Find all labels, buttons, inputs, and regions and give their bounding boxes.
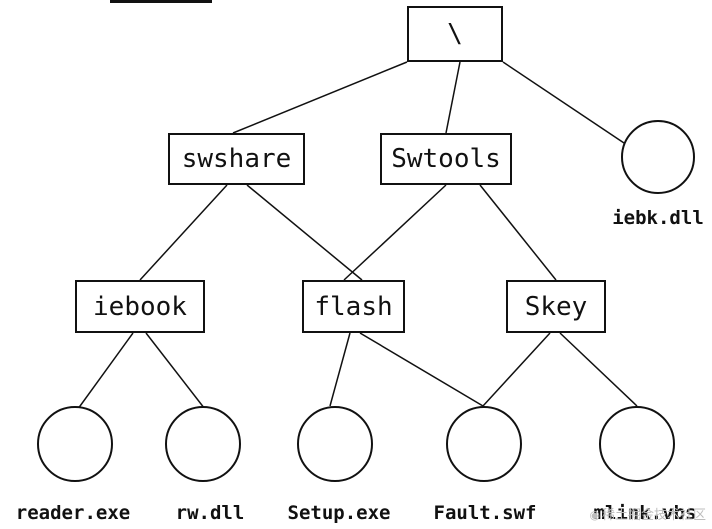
edge-skey-mlink bbox=[559, 332, 638, 407]
watermark-text: 稀土掘金技术社区 bbox=[601, 508, 706, 523]
camera-icon: ◉ bbox=[589, 508, 600, 522]
edge-skey-fault bbox=[482, 332, 551, 407]
file-mlink-label: mlink.vbs bbox=[593, 502, 697, 524]
dir-swtools: Swtools bbox=[380, 133, 512, 185]
dir-root: \ bbox=[407, 6, 503, 62]
dir-root-label: \ bbox=[447, 19, 463, 49]
edge-swtools-skey bbox=[479, 184, 557, 281]
file-setup-node bbox=[297, 406, 373, 482]
edge-swtools-flash bbox=[343, 184, 447, 281]
file-rw-label: rw.dll bbox=[175, 502, 245, 524]
file-reader-node bbox=[37, 406, 113, 482]
file-rw-node bbox=[165, 406, 241, 482]
edge-swshare-iebook bbox=[139, 184, 228, 281]
dir-flash-label: flash bbox=[314, 291, 393, 322]
edge-iebook-rw bbox=[145, 332, 209, 414]
edge-flash-setup bbox=[329, 332, 351, 407]
watermark: ◉稀土掘金技术社区 bbox=[590, 504, 707, 523]
dir-iebook-label: iebook bbox=[93, 291, 187, 322]
dir-swtools-label: Swtools bbox=[391, 144, 501, 174]
dir-skey: Skey bbox=[506, 280, 606, 333]
edge-root-swshare bbox=[232, 61, 408, 134]
dir-swshare: swshare bbox=[168, 133, 305, 185]
file-mlink-node bbox=[599, 406, 675, 482]
file-fault-label: Fault.swf bbox=[433, 502, 537, 524]
dir-swshare-label: swshare bbox=[181, 144, 292, 174]
edge-flash-fault bbox=[359, 332, 484, 407]
dir-iebook: iebook bbox=[75, 280, 205, 333]
file-iebk-node bbox=[621, 120, 695, 194]
dir-skey-label: Skey bbox=[524, 291, 588, 322]
file-iebk-label: iebk.dll bbox=[612, 207, 704, 229]
edge-root-swtools bbox=[445, 61, 461, 134]
file-setup-label: Setup.exe bbox=[287, 502, 391, 524]
edge-root-iebk bbox=[502, 61, 625, 144]
dir-flash: flash bbox=[302, 280, 405, 333]
edge-iebook-reader bbox=[74, 332, 134, 414]
top-edge-bar bbox=[110, 0, 212, 3]
file-reader-label: reader.exe bbox=[15, 502, 131, 524]
file-fault-node bbox=[446, 406, 522, 482]
edge-swshare-flash bbox=[246, 184, 363, 281]
